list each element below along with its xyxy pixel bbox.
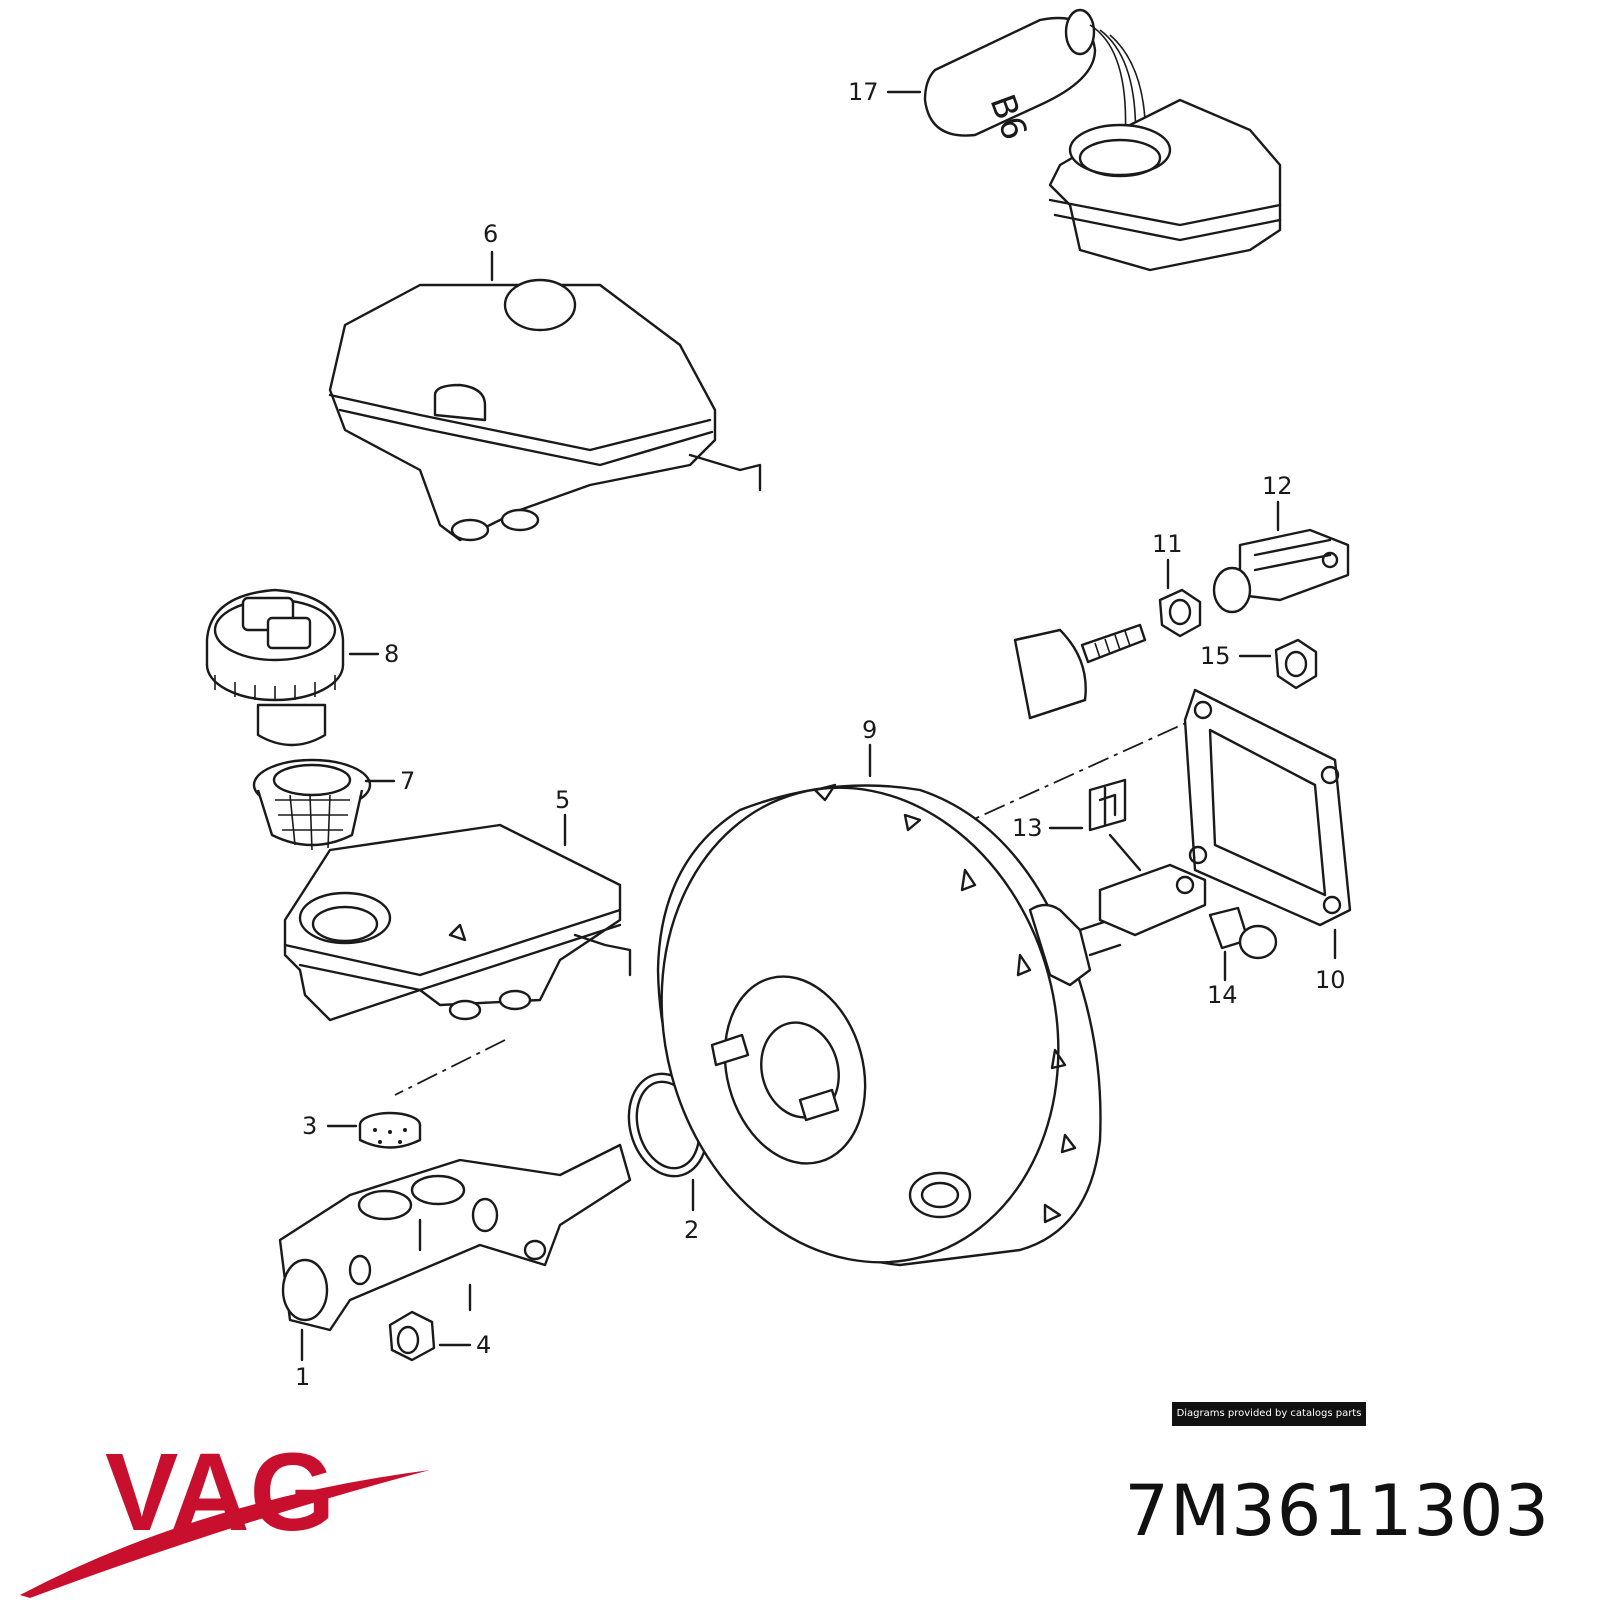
callout-10: 10 bbox=[1315, 966, 1346, 994]
part-9-brake-booster bbox=[656, 783, 1122, 1267]
part-number: 7M3611303 bbox=[1124, 1470, 1550, 1552]
callout-8: 8 bbox=[384, 640, 399, 668]
part-12-clevis bbox=[1212, 528, 1350, 614]
part-15-nut bbox=[1274, 638, 1318, 690]
part-13-clip bbox=[1088, 778, 1127, 832]
callout-4: 4 bbox=[476, 1331, 491, 1359]
vag-logo-text: VAG bbox=[105, 1431, 335, 1554]
callout-11: 11 bbox=[1152, 530, 1183, 558]
callout-5: 5 bbox=[555, 786, 570, 814]
callout-1: 1 bbox=[295, 1363, 310, 1391]
callout-2: 2 bbox=[684, 1216, 699, 1244]
callout-7: 7 bbox=[400, 767, 415, 795]
pushrod-clevis bbox=[1098, 863, 1207, 937]
part-4-nut bbox=[388, 1310, 436, 1362]
callout-17: 17 bbox=[848, 78, 879, 106]
part-1-master-cylinder bbox=[278, 1143, 632, 1332]
callout-15: 15 bbox=[1200, 642, 1231, 670]
part-7-strainer bbox=[252, 758, 372, 851]
part-14-pin bbox=[1208, 906, 1278, 960]
part-17-fluid-bottle: B6 bbox=[923, 8, 1282, 272]
centerline-b bbox=[949, 711, 1211, 831]
callout-13: 13 bbox=[1012, 814, 1043, 842]
vag-logo: VAG bbox=[20, 1431, 430, 1598]
clip-link-line bbox=[1108, 833, 1142, 872]
callout-9: 9 bbox=[862, 716, 877, 744]
centerline-a bbox=[394, 1039, 506, 1096]
part-10-gasket bbox=[1183, 688, 1352, 927]
part-6-reservoir bbox=[328, 278, 762, 542]
part-5-reservoir bbox=[283, 823, 632, 1022]
callout-14: 14 bbox=[1207, 981, 1238, 1009]
part-8-level-sender-cap bbox=[205, 588, 345, 747]
callout-3: 3 bbox=[302, 1112, 317, 1140]
diagram-credit: Diagrams provided by catalogs parts bbox=[1172, 1402, 1366, 1426]
callout-12: 12 bbox=[1262, 472, 1293, 500]
part-11-nut bbox=[1158, 588, 1202, 638]
callout-6: 6 bbox=[483, 220, 498, 248]
part-3-grommet bbox=[358, 1111, 422, 1149]
pushrod-stud bbox=[1013, 623, 1147, 720]
